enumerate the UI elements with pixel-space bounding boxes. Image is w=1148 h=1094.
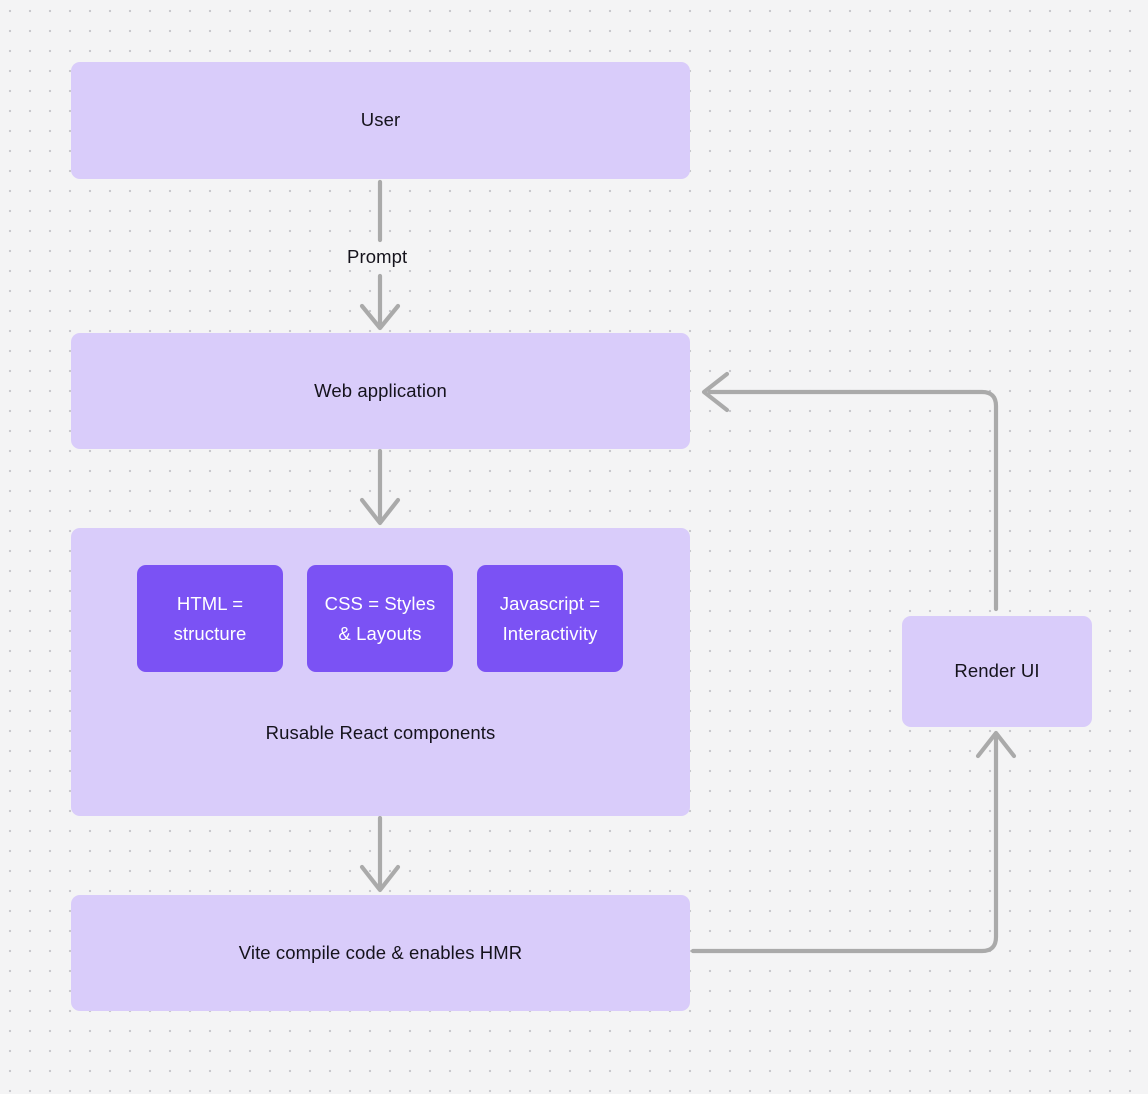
- connector-vite-to-render: [690, 733, 999, 954]
- arrowhead-user-to-web: [359, 303, 401, 331]
- node-user-label: User: [360, 109, 401, 131]
- connector-render-to-web: [707, 389, 999, 612]
- node-html-line1: HTML =: [176, 593, 244, 615]
- node-components-label: Rusable React components: [265, 722, 496, 743]
- node-web-application-label: Web application: [314, 379, 447, 401]
- node-components[interactable]: HTML = structure CSS = Styles & Layouts Ja…: [71, 528, 690, 816]
- node-render-ui-label: Render UI: [954, 660, 1040, 682]
- arrowhead-vite-to-render: [975, 730, 1017, 759]
- node-web-application[interactable]: Web application: [71, 333, 690, 449]
- node-javascript-line1: Javascript =: [499, 593, 601, 615]
- edge-label-prompt: Prompt: [341, 245, 414, 270]
- node-html-line2: structure: [173, 622, 247, 644]
- node-html-label: HTML = structure: [174, 589, 247, 647]
- node-javascript-label: Javascript = Interactivity: [500, 589, 600, 647]
- node-javascript[interactable]: Javascript = Interactivity: [477, 565, 623, 672]
- node-css-line1: CSS = Styles: [324, 593, 436, 615]
- node-vite-label: Vite compile code & enables HMR: [238, 941, 523, 963]
- node-css[interactable]: CSS = Styles & Layouts: [307, 565, 453, 672]
- node-css-label: CSS = Styles & Layouts: [325, 589, 436, 647]
- arrowhead-components-to-vite: [359, 864, 401, 893]
- node-html[interactable]: HTML = structure: [137, 565, 283, 672]
- arrowhead-render-to-web: [701, 371, 730, 413]
- node-css-line2: & Layouts: [338, 622, 422, 644]
- node-vite[interactable]: Vite compile code & enables HMR: [71, 895, 690, 1011]
- node-javascript-line2: Interactivity: [502, 622, 598, 644]
- node-render-ui[interactable]: Render UI: [902, 616, 1092, 727]
- arrowhead-web-to-components: [359, 497, 401, 526]
- node-user[interactable]: User: [71, 62, 690, 179]
